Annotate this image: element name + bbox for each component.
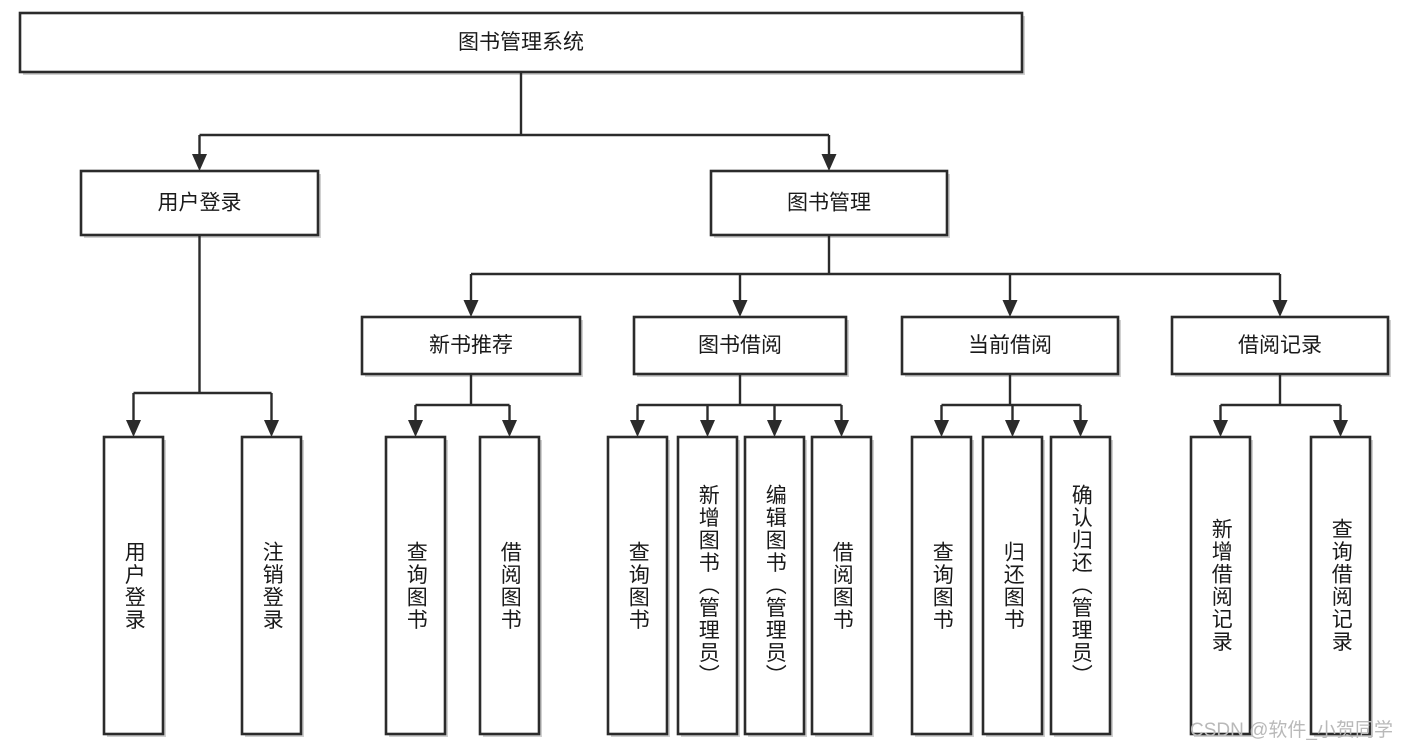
node-label-borrow-record: 借阅记录 bbox=[1238, 334, 1322, 357]
node-book-borrow[interactable] bbox=[632, 315, 848, 376]
node-leaf-edit-book[interactable] bbox=[743, 435, 806, 736]
connector-layer bbox=[126, 72, 1348, 437]
node-leaf-user-login[interactable] bbox=[102, 435, 165, 736]
node-leaf-confirm-return[interactable] bbox=[1049, 435, 1112, 736]
connector-arrow-icon bbox=[1005, 420, 1020, 437]
connector-arrow-icon bbox=[934, 420, 949, 437]
csdn-watermark: CSDN @软件_小贺同学 bbox=[1190, 720, 1393, 741]
connector-arrow-icon bbox=[732, 300, 748, 317]
node-label-user-login: 用户登录 bbox=[158, 192, 242, 215]
box-layer bbox=[18, 11, 1390, 736]
connector-arrow-icon bbox=[463, 300, 479, 317]
node-new-book-recommend[interactable] bbox=[360, 315, 582, 376]
node-leaf-query-book-2[interactable] bbox=[606, 435, 669, 736]
node-leaf-borrow-book-1[interactable] bbox=[478, 435, 541, 736]
connector-arrow-icon bbox=[264, 420, 279, 437]
connector-arrow-icon bbox=[834, 420, 849, 437]
node-label-book-manage: 图书管理 bbox=[787, 192, 871, 215]
connector-arrow-icon bbox=[1333, 420, 1348, 437]
node-leaf-borrow-book-2[interactable] bbox=[810, 435, 873, 736]
connector-arrow-icon bbox=[821, 154, 837, 171]
connector-arrow-icon bbox=[700, 420, 715, 437]
node-borrow-record[interactable] bbox=[1170, 315, 1390, 376]
connector-arrow-icon bbox=[630, 420, 645, 437]
node-current-borrow[interactable] bbox=[900, 315, 1120, 376]
connector-arrow-icon bbox=[192, 154, 207, 171]
node-leaf-query-book-3[interactable] bbox=[910, 435, 973, 736]
node-label-current-borrow: 当前借阅 bbox=[968, 334, 1052, 357]
node-label-root: 图书管理系统 bbox=[458, 31, 584, 54]
node-leaf-add-record[interactable] bbox=[1189, 435, 1252, 736]
connector-arrow-icon bbox=[1002, 300, 1018, 317]
node-book-manage[interactable] bbox=[709, 169, 949, 237]
node-leaf-query-book-1[interactable] bbox=[384, 435, 447, 736]
node-label-new-book-recommend: 新书推荐 bbox=[429, 334, 513, 357]
connector-arrow-icon bbox=[1213, 420, 1228, 437]
connector-arrow-icon bbox=[126, 420, 141, 437]
node-user-login[interactable] bbox=[79, 169, 320, 237]
connector-arrow-icon bbox=[408, 420, 423, 437]
connector-arrow-icon bbox=[1073, 420, 1088, 437]
node-label-book-borrow: 图书借阅 bbox=[698, 334, 782, 357]
connector-arrow-icon bbox=[767, 420, 782, 437]
connector-arrow-icon bbox=[1272, 300, 1288, 317]
node-leaf-query-record[interactable] bbox=[1309, 435, 1372, 736]
node-leaf-add-book[interactable] bbox=[676, 435, 739, 736]
node-leaf-logout[interactable] bbox=[240, 435, 303, 736]
node-root[interactable] bbox=[18, 11, 1024, 74]
node-leaf-return-book[interactable] bbox=[981, 435, 1044, 736]
connector-arrow-icon bbox=[502, 420, 517, 437]
